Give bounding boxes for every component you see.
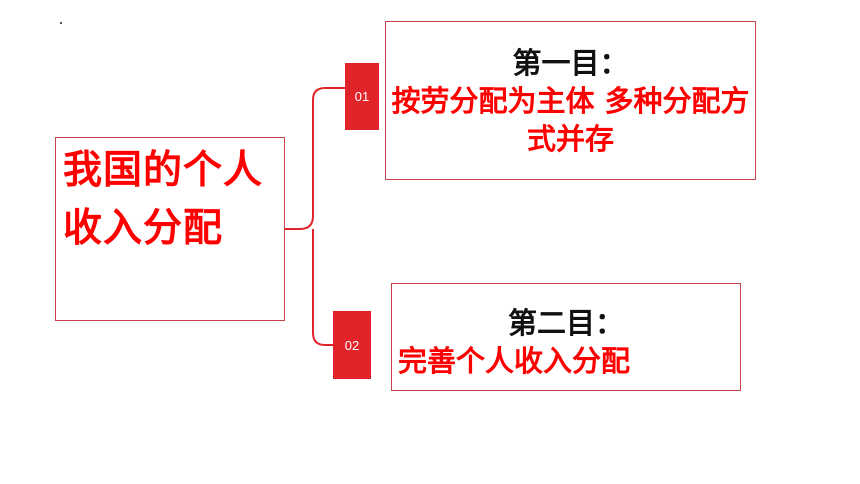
main-topic-box: 我国的个人收入分配: [55, 137, 285, 321]
branch-heading-1: 第一目：: [512, 46, 629, 80]
branch-box-1: 第一目： 按劳分配为主体 多种分配方式并存: [385, 21, 756, 180]
branch-box-2: 第二目： 完善个人收入分配: [391, 283, 741, 391]
branch-tag-01: 01: [345, 63, 379, 130]
bracket-line: [285, 87, 345, 346]
branch-body-2: 完善个人收入分配: [398, 344, 631, 378]
branch-body-1: 按劳分配为主体 多种分配方式并存: [391, 84, 750, 156]
branch-tag-02: 02: [333, 311, 371, 379]
branch-heading-2: 第二目：: [507, 306, 624, 340]
decorative-dot: [60, 22, 62, 24]
main-topic-title: 我国的个人收入分配: [63, 148, 264, 251]
